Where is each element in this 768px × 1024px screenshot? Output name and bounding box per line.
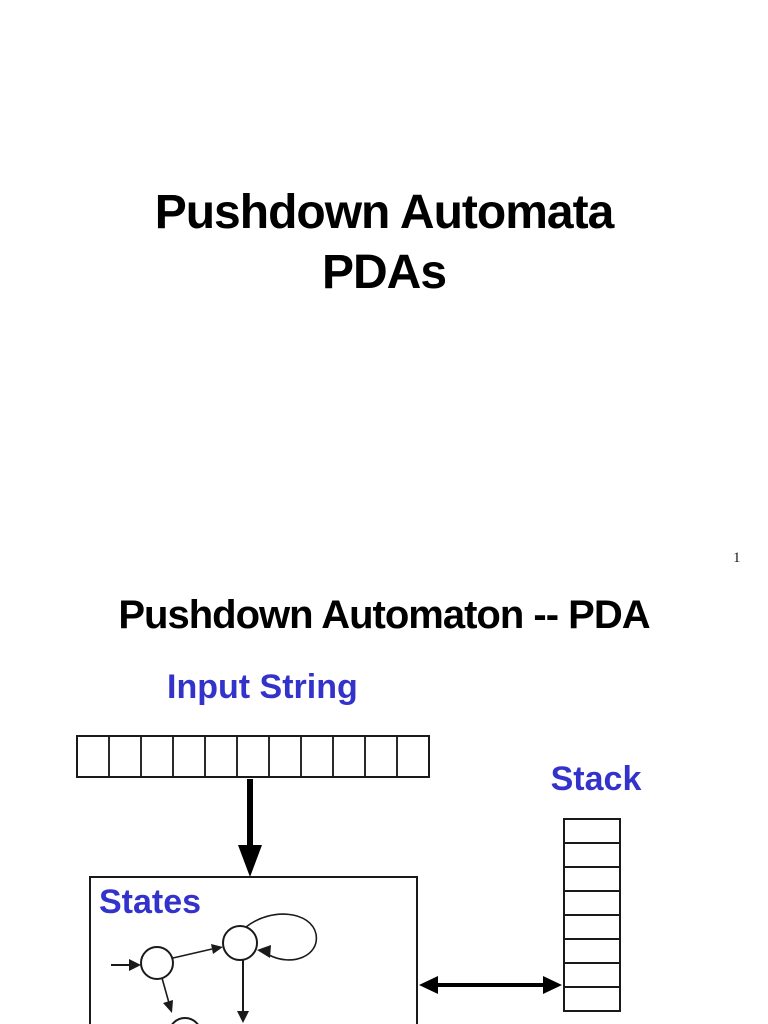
- double-arrow-left-head: [419, 976, 438, 994]
- states-stack-double-arrow-icon: [419, 976, 562, 994]
- state1-to-state2-head: [211, 944, 223, 954]
- tape-cell: [302, 737, 334, 776]
- states-label: States: [99, 883, 202, 921]
- slide1-title-line2: PDAs: [321, 246, 447, 299]
- stack-cell: [563, 986, 621, 1012]
- state2-down-head: [237, 1011, 249, 1023]
- state-circle-2: [222, 925, 258, 961]
- state-circle-3: [171, 1017, 199, 1024]
- tape-to-states-arrow-icon: [238, 779, 262, 877]
- tape-cell: [206, 737, 238, 776]
- tape-cell: [398, 737, 428, 776]
- state1-to-state3-line: [161, 977, 170, 1004]
- tape-cell: [110, 737, 142, 776]
- stack-label: Stack: [550, 760, 642, 798]
- stack-cell: [563, 962, 621, 988]
- state-circle-1: [140, 946, 174, 980]
- state2-self-loop-head: [257, 945, 271, 958]
- stack-cell: [563, 818, 621, 844]
- double-arrow-right-head: [543, 976, 562, 994]
- tape-cell: [270, 737, 302, 776]
- stack-cell: [563, 890, 621, 916]
- stack-cell: [563, 842, 621, 868]
- state1-to-state2-line: [172, 948, 213, 959]
- tape-cell: [174, 737, 206, 776]
- slide1-title: Pushdown Automata PDAs: [0, 183, 768, 303]
- state-diagram: [111, 913, 317, 1024]
- input-tape: [76, 735, 430, 778]
- slide2-title: Pushdown Automaton -- PDA: [118, 593, 650, 637]
- input-string-label: Input String: [167, 668, 358, 706]
- down-arrow-head: [238, 845, 262, 877]
- stack-cell: [563, 914, 621, 940]
- page-number: 1: [733, 550, 741, 566]
- slide1-title-line1: Pushdown Automata: [154, 186, 615, 239]
- state2-self-loop-path: [245, 913, 317, 961]
- start-arrow-head: [129, 959, 141, 971]
- tape-cell: [366, 737, 398, 776]
- stack-cell: [563, 938, 621, 964]
- states-box: States: [89, 876, 418, 1024]
- tape-cell: [334, 737, 366, 776]
- tape-cell: [78, 737, 110, 776]
- tape-cell: [142, 737, 174, 776]
- stack: [563, 818, 621, 1012]
- tape-cell: [238, 737, 270, 776]
- state1-to-state3-head: [163, 1000, 173, 1013]
- stack-cell: [563, 866, 621, 892]
